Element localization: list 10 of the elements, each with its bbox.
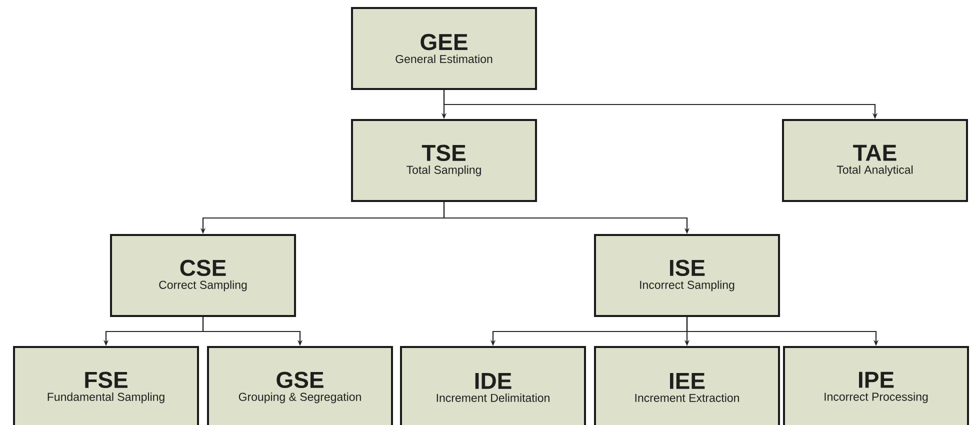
process-box: CSE Correct Sampling [110,234,296,317]
process-box: GSE Grouping & Segregation [207,346,393,425]
process-box: FSE Fundamental Sampling [13,346,200,425]
process-box: TSE Total Sampling [351,119,537,202]
process-box: ISE Incorrect Sampling [594,234,780,317]
process-box: IDE Increment Delimitation [400,346,586,425]
process-box: IEE Increment Extraction [594,346,780,425]
process-box: GEE General Estimation [351,7,537,90]
process-box: TAE Total Analytical [782,119,968,202]
process-box: IPE Incorrect Processing [783,346,969,425]
